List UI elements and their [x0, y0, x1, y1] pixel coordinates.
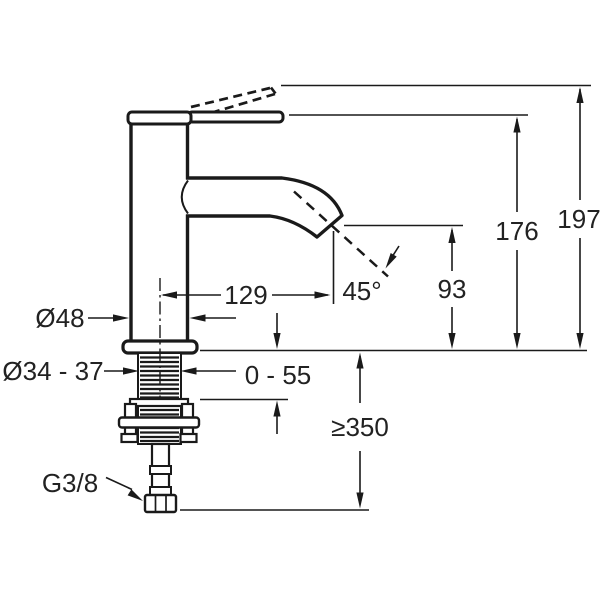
dim-deck-thickness: 0 - 55: [245, 313, 312, 434]
arrowhead: [385, 253, 397, 269]
dim-outlet-height: 93: [438, 227, 467, 349]
dim-body-diameter: Ø48: [35, 303, 236, 333]
body-fill: [129, 124, 188, 344]
arrowhead: [448, 333, 456, 349]
flow-direction-dashed-line: [293, 190, 389, 278]
dim-mounting-hole-diameter: Ø34 - 37: [2, 356, 236, 386]
arrowhead: [356, 352, 364, 369]
dim-body-diameter-label: Ø48: [35, 303, 84, 333]
hose-connector-nut: [143, 493, 178, 514]
dim-outlet-angle-label: 45°: [342, 276, 381, 306]
arrowhead: [127, 489, 143, 501]
arrowhead: [356, 492, 364, 509]
lever-dashed-end-cap: [269, 86, 277, 95]
dim-overall-height: 197: [557, 87, 600, 349]
dim-spout-reach: 129: [161, 280, 331, 310]
arrowhead: [273, 333, 281, 349]
dim-mounting-hole-label: Ø34 - 37: [2, 356, 103, 386]
bracket-foot-left: [120, 432, 139, 444]
mounting-hardware: [117, 397, 201, 445]
arrowhead: [273, 400, 281, 417]
faucet: [117, 86, 344, 514]
spout: [186, 176, 344, 239]
body-top-cap: [126, 110, 193, 126]
supply-connection-label: G3/8: [42, 468, 98, 498]
dim-handle-height-label: 176: [495, 216, 538, 246]
arrowhead: [180, 367, 197, 375]
arrowhead: [113, 314, 129, 322]
leader-line: [105, 476, 133, 491]
lever-handle: [186, 110, 285, 124]
lever-dashed-top-line: [190, 86, 271, 109]
hose-band-upper: [149, 465, 172, 475]
reference-lines: [180, 84, 591, 511]
arrowhead: [513, 333, 521, 349]
arrowhead: [314, 291, 331, 299]
dim-spout-reach-label: 129: [224, 280, 267, 310]
spout-left-cap-arc: [180, 179, 189, 215]
washer-top-bar: [128, 397, 190, 408]
arrowhead: [513, 116, 521, 133]
dim-outlet-angle: 45°: [293, 190, 400, 306]
arrowhead: [576, 333, 584, 349]
dim-handle-height: 176: [495, 116, 539, 349]
lever-raised-position: [190, 86, 277, 119]
dim-min-hose-label: ≥350: [331, 412, 389, 442]
callout-supply-connection: G3/8: [42, 468, 143, 501]
arrowhead: [576, 87, 584, 103]
dim-deck-thickness-label: 0 - 55: [245, 360, 312, 390]
mounting-nut-band: [117, 416, 201, 429]
dim-outlet-height-label: 93: [438, 274, 467, 304]
arrowhead: [448, 227, 456, 243]
supply-hose: [143, 442, 178, 514]
dim-overall-height-label: 197: [557, 204, 600, 234]
arrowhead: [123, 367, 139, 375]
arrowhead: [189, 314, 206, 322]
dim-min-hose-length: ≥350: [331, 352, 389, 509]
arrowhead: [161, 291, 177, 299]
bracket-foot-right: [179, 432, 198, 444]
